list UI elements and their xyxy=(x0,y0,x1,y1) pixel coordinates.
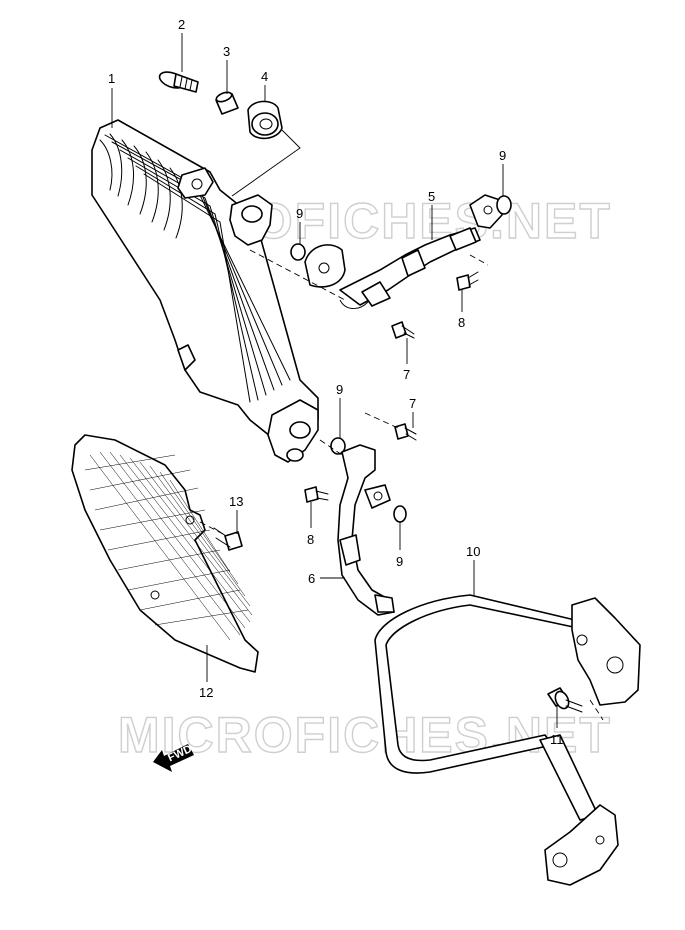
callout-5: 5 xyxy=(428,189,435,204)
collar xyxy=(215,91,239,115)
watermark-lower: MICROFICHES.NET xyxy=(118,707,612,763)
oil-cooler-core xyxy=(91,119,319,463)
leader-dashed-6 xyxy=(319,439,343,456)
bolt-8-upper xyxy=(456,271,479,291)
o-ring-lower xyxy=(393,505,407,523)
callout-7b: 7 xyxy=(409,396,416,411)
callout-13: 13 xyxy=(229,494,243,509)
bolt-13 xyxy=(213,527,243,551)
rubber-cushion xyxy=(247,100,283,140)
callout-9b: 9 xyxy=(499,148,506,163)
leader-dashed-13 xyxy=(199,521,226,536)
flange-bolt xyxy=(547,687,583,713)
o-ring-upper-left xyxy=(290,243,306,261)
o-ring-upper-right xyxy=(496,195,512,215)
bolt-7-lower xyxy=(394,423,417,441)
callout-12: 12 xyxy=(199,685,213,700)
callout-9c: 9 xyxy=(336,382,343,397)
washer-bolt xyxy=(158,71,199,93)
cooler-guard-screen xyxy=(71,434,259,673)
callout-6: 6 xyxy=(308,571,315,586)
callout-2: 2 xyxy=(178,17,185,32)
callout-8b: 8 xyxy=(307,532,314,547)
callout-10: 10 xyxy=(466,544,480,559)
o-ring-middle xyxy=(330,437,346,455)
callout-4: 4 xyxy=(261,69,268,84)
callout-1: 1 xyxy=(108,71,115,86)
callout-11: 11 xyxy=(550,732,564,747)
upper-oil-hose xyxy=(304,194,503,307)
lower-oil-hose xyxy=(337,444,395,616)
callout-9d: 9 xyxy=(396,554,403,569)
cooler-bracket-bar xyxy=(374,594,641,886)
bolt-8-lower xyxy=(304,486,329,503)
leader-hose-bend xyxy=(339,299,369,309)
leader-dashed-11 xyxy=(589,699,604,721)
callout-8a: 8 xyxy=(458,315,465,330)
bolt-7-upper xyxy=(391,321,415,339)
callout-9a: 9 xyxy=(296,206,303,221)
leader-4-mount xyxy=(231,129,301,197)
callout-7a: 7 xyxy=(403,367,410,382)
leader-dashed-upper xyxy=(249,249,346,301)
leader-dashed-7b xyxy=(364,412,399,429)
callout-3: 3 xyxy=(223,44,230,59)
leader-dashed-bolt8 xyxy=(469,254,489,266)
